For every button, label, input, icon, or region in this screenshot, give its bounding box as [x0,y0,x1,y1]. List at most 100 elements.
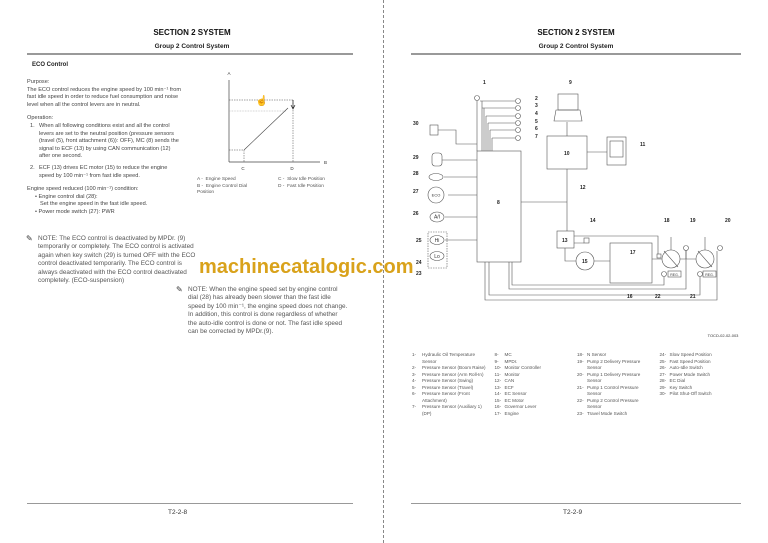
legend-item: 20-Pump 1 Delivery Pressure Sensor [577,372,654,385]
step-text: ECF (13) drives EC motor (15) to reduce … [39,164,168,179]
legend-text: CAN [504,378,515,383]
legend-item: B - Engine Control Dial Position [197,184,257,197]
label-5: 5 [535,119,538,125]
legend-item: 14-EC Sensor [495,391,572,398]
travel-hi-icon [429,235,445,245]
legend-item: 23-Travel Mode Switch [577,411,654,418]
legend-text: EC Dial [669,378,686,383]
legend-text: Pressure Sensor (Front Attachment) [422,391,470,403]
label-25: 25 [416,238,422,244]
lo-symbol: Lo [434,254,440,260]
footer-rule [27,503,353,504]
key-switch-icon [431,152,443,167]
legend-number: 29- [659,384,667,390]
axis-label-a: A [227,71,230,76]
pump-wires [670,237,706,259]
axis-label-c: C [241,166,245,171]
pump-swash [663,250,679,268]
operation-step: 1.When all following conditions exist an… [30,123,183,161]
legend-key: A - [197,177,203,182]
legend-item: 7-Pressure Sensor (Auxiliary 1) (DP) [412,404,489,417]
page-divider [383,0,384,543]
sensor-4 [515,113,521,119]
sensor-5 [515,120,521,126]
legend-text: EC Motor [504,397,524,403]
n-sensor [656,253,662,259]
axis-label-b: B [324,160,327,165]
legend-number: 9- [494,358,499,364]
legend-item: 26-Auto-Idle Switch [660,365,737,372]
regulator-2 [667,270,682,278]
condition-text: Power mode switch (27): PWR [38,208,115,215]
legend-item: 27-Power Mode Switch [660,372,737,379]
ai-symbol: A/I [434,215,440,221]
legend-item: 17-Engine [495,411,572,418]
legend-text: Auto-Idle Switch [669,365,703,370]
legend-item: 8-MC [495,352,572,359]
legend-number: 14- [494,391,502,396]
page-number: T2-2-9 [563,509,583,516]
condition-item: Set the engine speed in the fast idle sp… [40,201,148,208]
reg-symbol: REG. [705,273,714,277]
legend-item: 4-Pressure Sensor (Swing) [412,378,489,385]
label-30: 30 [413,121,419,127]
sensor-19 [683,245,689,251]
label-19: 19 [690,218,696,224]
axis-label-d: D [290,166,294,171]
legend-number: 26- [659,365,667,370]
label-29: 29 [413,155,419,161]
header-rule [411,53,741,55]
legend-number: 18- [577,352,584,357]
legend-number: 16- [494,404,502,409]
label-26: 26 [413,211,419,217]
ec-dial-icon [428,173,444,181]
legend-item: 3- Pressure Sensor (Arm Roll-In) [412,372,489,379]
legend-text: Engine [504,410,519,416]
switch-wires [438,129,477,241]
sensor-22 [661,271,667,277]
label-6: 6 [535,126,538,132]
legend-value: Engine Speed [205,177,236,182]
note-text: NOTE: When the engine speed set by engin… [188,286,348,336]
legend-text: Pump 2 Delivery Pressure Sensor [587,358,641,371]
step-number: 2. [30,164,35,171]
legend-item: 6- Pressure Sensor (Front Attachment) [412,391,489,404]
graph-legend-right: C - Slow Idle Position D - Fast Idle Pos… [278,177,348,190]
watermark: machinecatalogic.com [199,256,414,278]
label-18: 18 [664,218,670,224]
operation-steps: 1.When all following conditions exist an… [27,123,183,180]
note-text: NOTE: The ECO control is deactivated by … [38,235,196,285]
legend-key: D - [278,183,285,189]
legend-item: 10-Monitor Controller [495,365,572,372]
control-system-diagram: 1 2 3 4 5 6 7 8 9 10 11 12 13 14 15 16 1… [413,80,740,338]
purpose-text: The ECO control reduces the engine speed… [27,86,182,108]
legend-item: 15-EC Motor [495,398,572,405]
sensor-1 [474,95,480,101]
legend-item: 1-Hydraulic Oil Temperature Sensor [412,352,489,365]
power-mode-switch-icon [427,186,445,204]
legend-text: Pressure Sensor (Auxiliary 1) (DP) [422,404,482,416]
hand-icon: ☝ [256,94,268,107]
legend-item: 28-EC Dial [660,378,737,385]
pencil-note-icon: ✎ [176,285,183,294]
legend-item: 22-Pump 2 Control Pressure Sensor [577,398,654,411]
legend-text: Pressure Sensor (Arm Roll-In) [422,371,484,377]
eco-symbol: ECO [432,193,441,198]
legend-item: 11-Monitor [495,372,572,379]
label-2: 2 [535,96,538,102]
legend-number: 6- [412,391,417,396]
legend-number: 3- [412,371,417,377]
legend-number: 5- [412,384,417,390]
condition-item: • Power mode switch (27): PWR [35,208,115,215]
condition-label: Engine speed reduced (100 min⁻¹) conditi… [27,186,139,193]
legend-item: 2-Pressure Sensor (Boom Raise) [412,365,489,372]
legend-number: 27- [659,371,667,377]
label-15: 15 [582,259,588,265]
section-title: SECTION 2 SYSTEM [537,28,615,37]
mc-box [476,150,522,263]
figure-id: TOCD-02-02-003 [708,333,740,338]
group-title: Group 2 Control System [538,43,614,50]
can-wires [521,122,607,231]
legend-number: 21- [577,384,584,390]
